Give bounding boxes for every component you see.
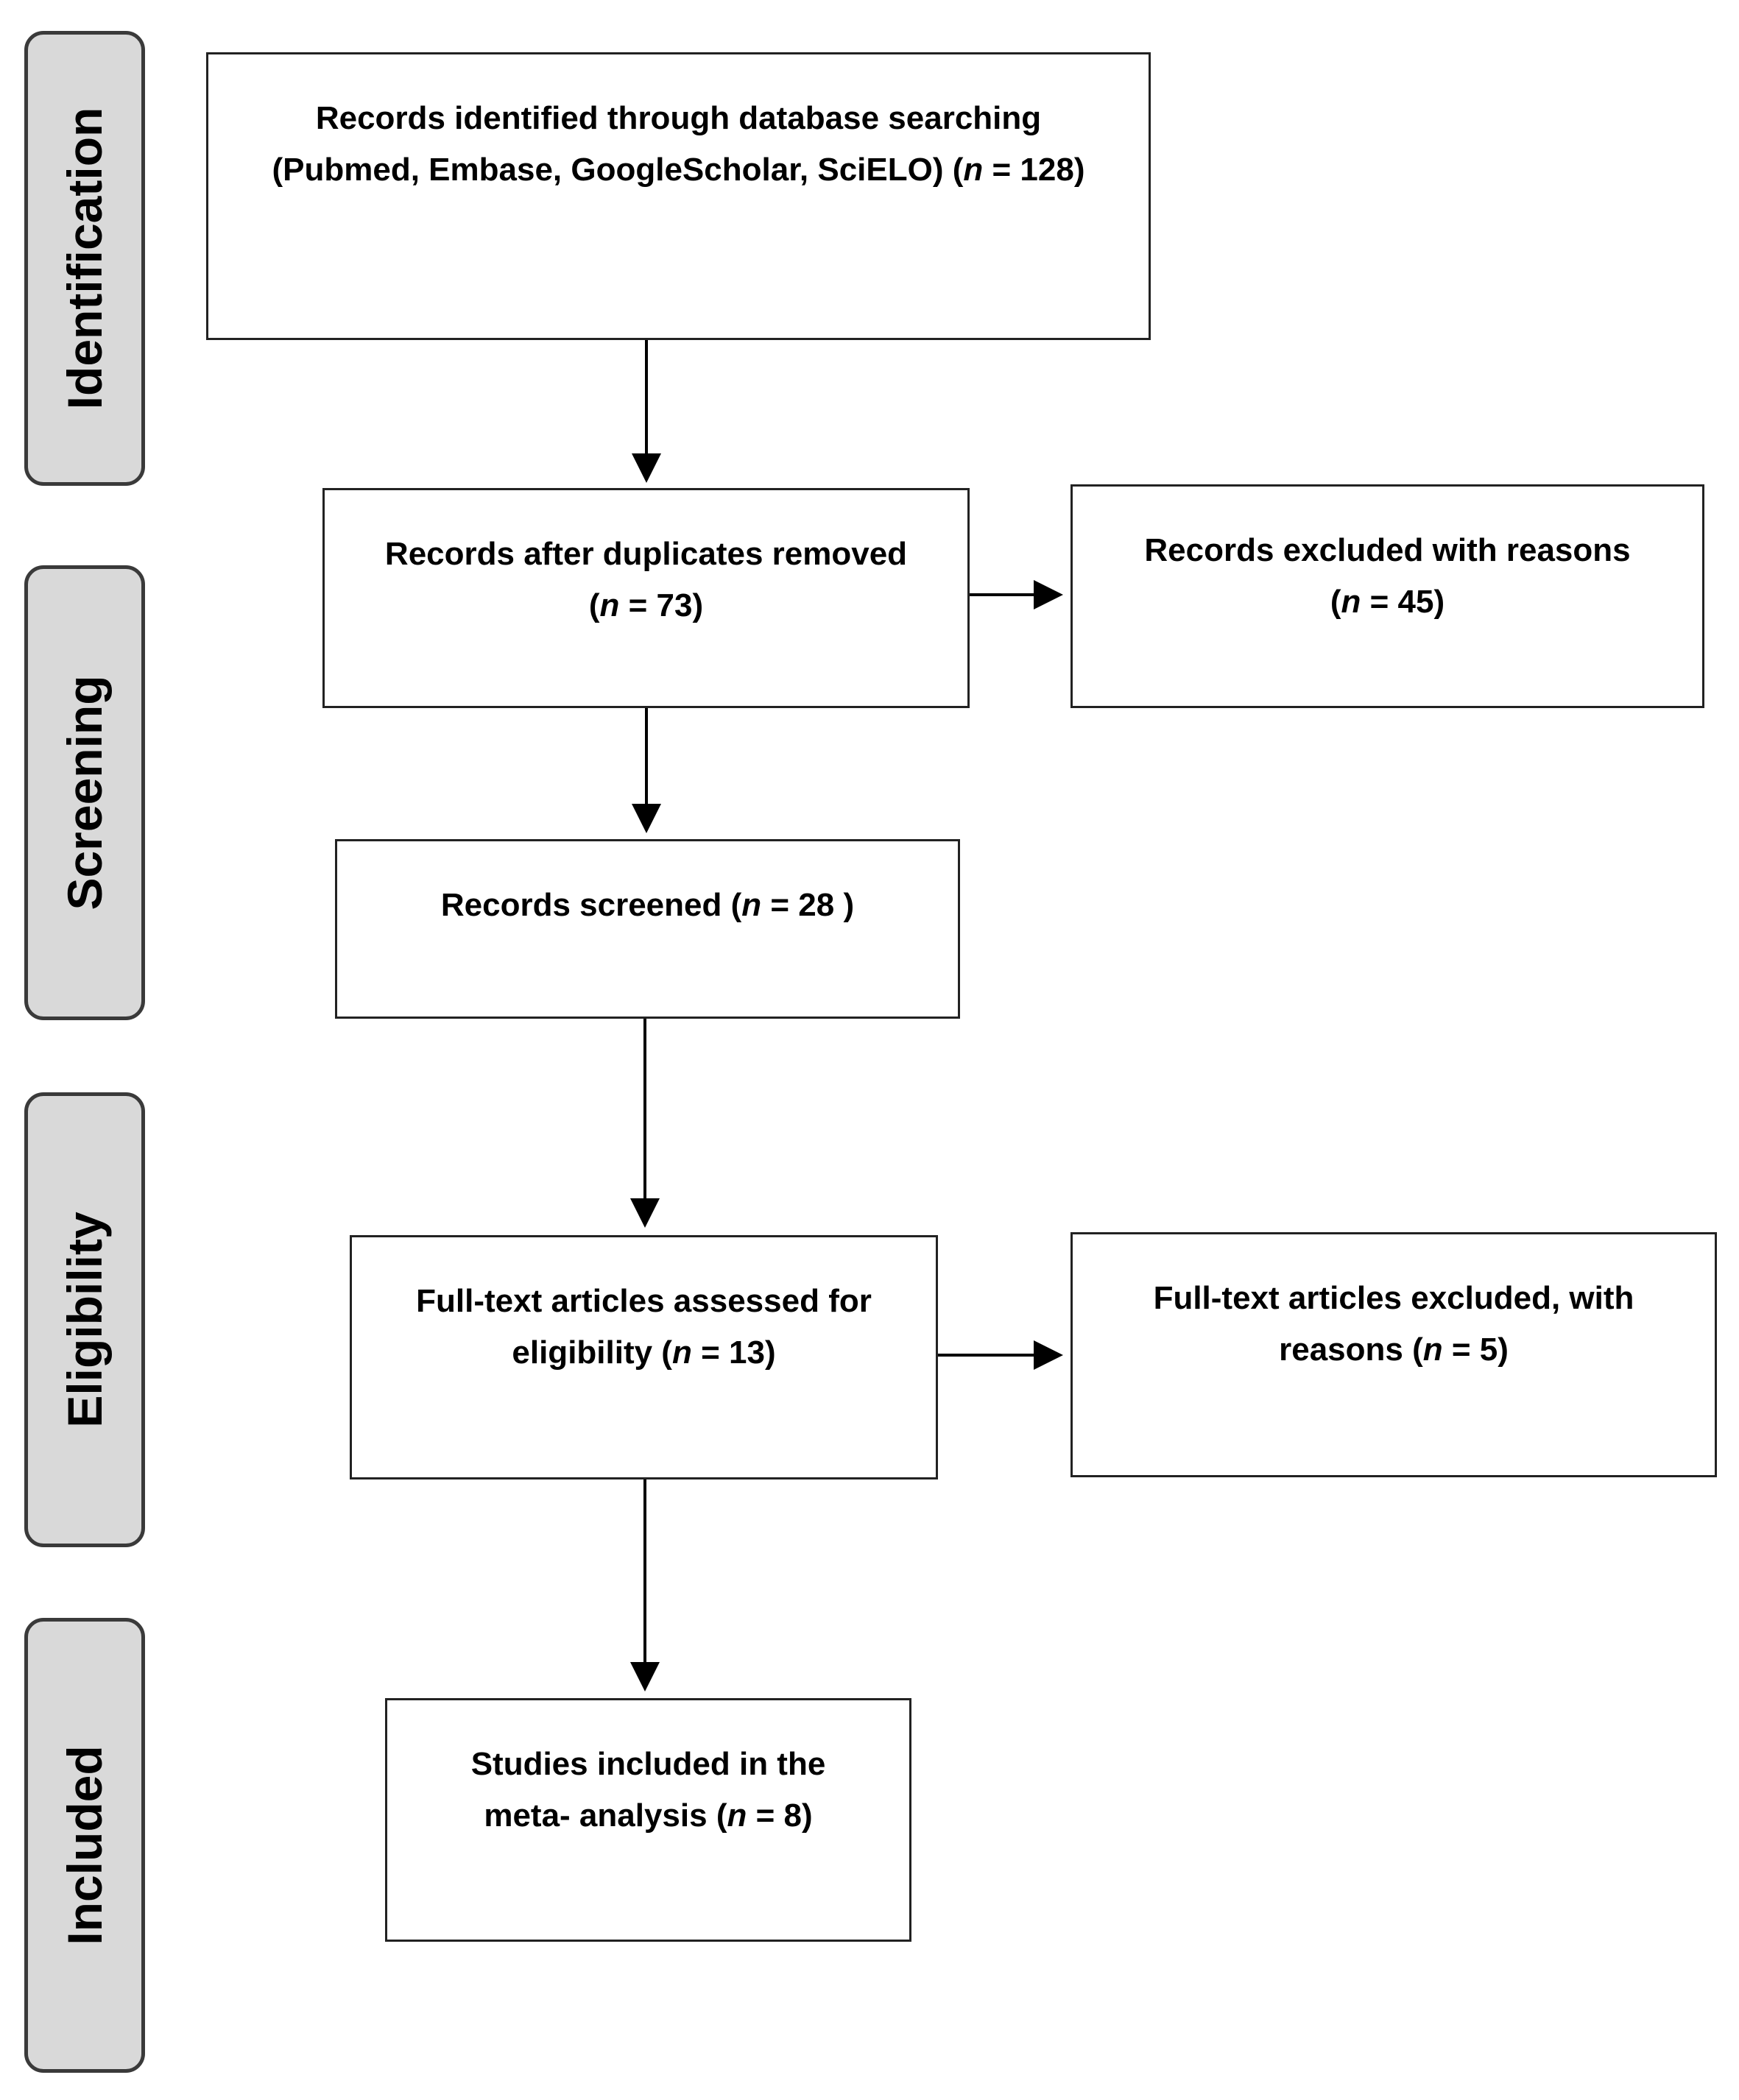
box-fulltext-excluded-line1: Full-text articles excluded, with: [1153, 1280, 1634, 1316]
box-records-after-duplicates-line1: Records after duplicates removed: [384, 536, 908, 572]
count-prefix: (: [588, 587, 600, 623]
count-prefix: (: [1330, 584, 1341, 620]
box-fulltext-excluded-line2: reasons (n = 5): [1095, 1324, 1693, 1376]
count-value: = 28 ): [761, 887, 855, 923]
count-value: = 5): [1442, 1332, 1509, 1368]
box-records-screened: Records screened (n = 28 ): [335, 839, 960, 1019]
box-studies-included-line1: Studies included in the: [470, 1746, 826, 1782]
n-symbol: n: [1341, 584, 1361, 620]
box-records-after-duplicates: Records after duplicates removed (n = 73…: [322, 488, 970, 708]
count-prefix: reasons (: [1279, 1332, 1423, 1368]
count-value: = 73): [619, 587, 704, 623]
count-value: = 8): [747, 1797, 813, 1834]
count-prefix: eligibility (: [512, 1334, 672, 1371]
box-records-excluded-line2: (n = 45): [1095, 576, 1680, 628]
n-symbol: n: [741, 887, 762, 923]
box-fulltext-assessed-line1: Full-text articles assessed for: [416, 1283, 872, 1319]
box-records-excluded-line1: Records excluded with reasons: [1144, 532, 1631, 568]
count-prefix: meta- analysis (: [484, 1797, 727, 1834]
n-symbol: n: [727, 1797, 747, 1834]
n-symbol: n: [671, 1334, 692, 1371]
count-value: = 45): [1361, 584, 1445, 620]
box-records-screened-line1: Records screened (n = 28 ): [359, 880, 936, 931]
box-studies-included: Studies included in the meta- analysis (…: [385, 1698, 911, 1942]
count-value: = 128): [983, 152, 1085, 188]
count-value: = 13): [691, 1334, 776, 1371]
box-records-after-duplicates-line2: (n = 73): [347, 580, 945, 632]
box-records-identified: Records identified through database sear…: [206, 52, 1151, 340]
box-fulltext-excluded: Full-text articles excluded, with reason…: [1070, 1232, 1717, 1477]
box-records-identified-line2: (Pubmed, Embase, GoogleScholar, SciELO) …: [230, 144, 1126, 196]
box-records-excluded: Records excluded with reasons (n = 45): [1070, 484, 1704, 708]
stage-included: Included: [24, 1618, 145, 2073]
count-prefix: (Pubmed, Embase, GoogleScholar, SciELO) …: [272, 152, 964, 188]
box-studies-included-line2: meta- analysis (n = 8): [409, 1790, 887, 1842]
stage-identification: Identification: [24, 31, 145, 486]
n-symbol: n: [599, 587, 620, 623]
n-symbol: n: [1422, 1332, 1443, 1368]
box-records-identified-line1: Records identified through database sear…: [315, 100, 1042, 136]
box-fulltext-assessed: Full-text articles assessed for eligibil…: [350, 1235, 938, 1479]
box-fulltext-assessed-line2: eligibility (n = 13): [374, 1327, 914, 1379]
stage-eligibility: Eligibility: [24, 1092, 145, 1547]
stage-screening: Screening: [24, 565, 145, 1020]
n-symbol: n: [963, 152, 984, 188]
count-prefix: Records screened (: [440, 887, 742, 923]
